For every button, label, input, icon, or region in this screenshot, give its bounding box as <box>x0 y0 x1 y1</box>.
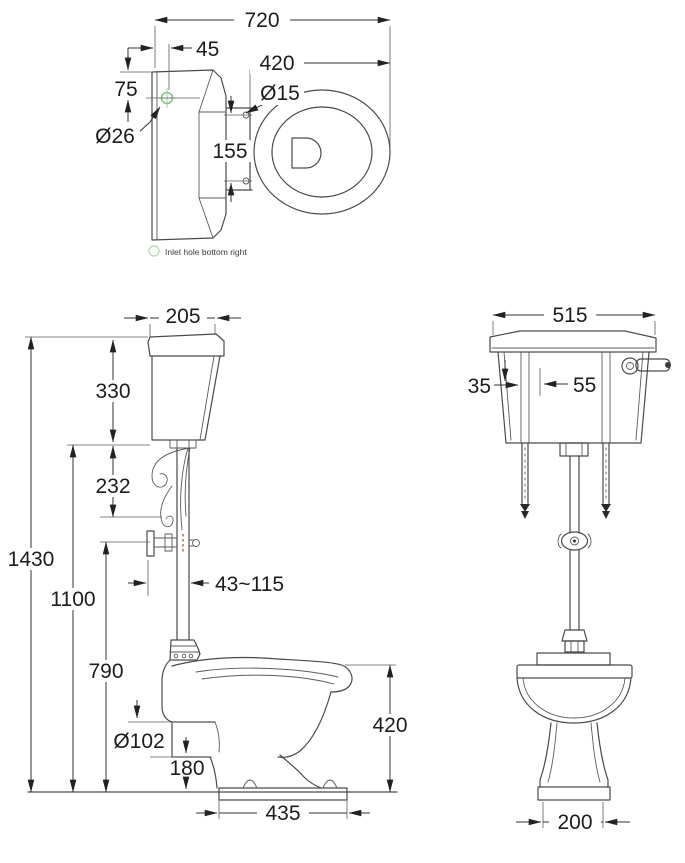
pipe-coupling-side <box>169 639 201 661</box>
dim-hinge-hole-spacing-label: 155 <box>212 140 247 163</box>
cistern-plan <box>151 69 227 241</box>
dim-cistern-width-label: 515 <box>552 304 587 327</box>
dim-pipe-clip-height-label: 790 <box>88 660 123 683</box>
dim-cistern-bottom-height-label: 1100 <box>50 588 95 611</box>
plan-view: 720 45 420 75 Ø26 <box>90 8 391 257</box>
flush-lever <box>621 357 671 375</box>
front-view: 515 35 55 <box>468 304 671 834</box>
dim-pan-height: 420 <box>345 664 412 793</box>
dim-cistern-height-label: 330 <box>95 380 130 403</box>
dim-seat-length-label: 420 <box>259 52 294 75</box>
cistern-bracket <box>151 447 191 531</box>
dim-overall-height: 1430 <box>6 336 148 793</box>
side-view: 205 330 232 1430 1100 <box>6 305 412 825</box>
dim-seat-hinge-offset-label: 45 <box>196 38 219 61</box>
dim-bracket-drop: 232 <box>94 445 162 518</box>
legend-note: Inlet hole bottom right <box>165 247 247 257</box>
dim-inlet-offset-vertical: 75 <box>110 48 200 122</box>
dim-inlet-offset-vertical-label: 75 <box>114 78 137 101</box>
dim-wall-distance-label: 43~115 <box>215 573 284 596</box>
seat-plan <box>253 89 391 215</box>
legend: Inlet hole bottom right <box>148 245 247 257</box>
dim-fixing-edge-offset: 35 <box>468 360 519 398</box>
dim-outlet-diameter-label: Ø102 <box>113 730 164 753</box>
cistern-side <box>147 333 225 449</box>
dim-cistern-width: 515 <box>492 304 656 335</box>
dim-hinge-hole-spacing: 155 <box>208 96 252 202</box>
pan-side <box>161 656 353 801</box>
dim-overall-width-label: 720 <box>244 9 279 32</box>
dim-fixing-hole-offset: 55 <box>539 368 596 397</box>
flush-pipe-side <box>176 447 190 641</box>
dim-fixing-hole-offset-label: 55 <box>573 374 596 397</box>
dim-overall-height-label: 1430 <box>8 548 55 571</box>
dim-hinge-hole-diameter-label: Ø15 <box>260 82 300 105</box>
dim-cistern-depth-label: 205 <box>165 305 200 328</box>
fixing-rod-right <box>601 442 611 519</box>
legend-green-circle-icon <box>148 245 160 257</box>
pan-front <box>516 652 633 801</box>
fixing-rod-left <box>520 442 530 519</box>
dim-seat-hinge-offset: 45 <box>128 38 219 90</box>
dim-outlet: Ø102 180 <box>108 700 212 790</box>
dim-fixing-edge-offset-label: 35 <box>468 375 491 398</box>
dim-outlet-height-label: 180 <box>169 757 204 780</box>
dim-bracket-drop-label: 232 <box>95 475 130 498</box>
dim-inlet-diameter: Ø26 <box>90 106 161 148</box>
dim-cistern-depth: 205 <box>124 305 241 338</box>
flush-hole <box>291 137 322 169</box>
dim-seat-length: 420 <box>249 52 391 112</box>
dim-pan-depth: 435 <box>196 800 370 825</box>
pipe-clip <box>146 530 200 557</box>
dim-pan-depth-label: 435 <box>265 802 300 825</box>
dim-pedestal-base-width: 200 <box>516 802 630 834</box>
dim-cistern-height: 330 <box>94 339 132 443</box>
dim-wall-distance: 43~115 <box>128 560 284 596</box>
dim-pedestal-base-width-label: 200 <box>557 811 592 834</box>
dim-overall-width: 720 <box>154 8 391 148</box>
dim-pipe-clip-height: 790 <box>87 541 150 793</box>
flush-pipe-front <box>557 442 592 653</box>
dim-hinge-hole-diameter: Ø15 <box>245 82 304 114</box>
dim-inlet-diameter-label: Ø26 <box>95 125 135 148</box>
dim-pan-height-label: 420 <box>372 714 407 737</box>
dim-cistern-bottom-height: 1100 <box>48 444 150 793</box>
